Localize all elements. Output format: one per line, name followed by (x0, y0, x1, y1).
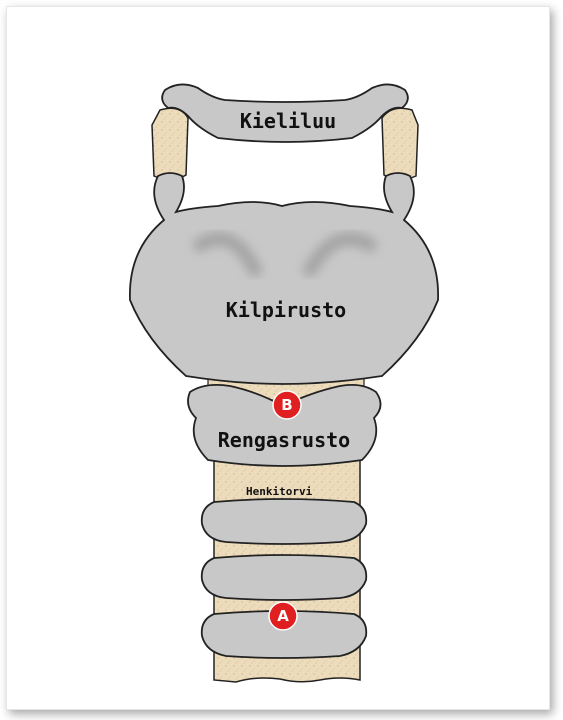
label-cricoid: Rengasrusto (218, 428, 350, 452)
marker-b: B (273, 391, 301, 419)
marker-a: A (269, 602, 297, 630)
thyroid-cartilage (130, 173, 438, 384)
tracheal-ring-1 (202, 499, 367, 544)
thyrohyoid-ligament-right (382, 108, 418, 180)
label-thyroid: Kilpirusto (226, 298, 346, 322)
thyrohyoid-ligament-left (152, 108, 188, 180)
marker-b-label: B (281, 396, 292, 414)
tracheal-ring-2 (202, 555, 367, 600)
label-hyoid: Kieliluu (240, 109, 336, 133)
marker-a-label: A (277, 607, 289, 625)
label-trachea: Henkitorvi (246, 485, 313, 498)
